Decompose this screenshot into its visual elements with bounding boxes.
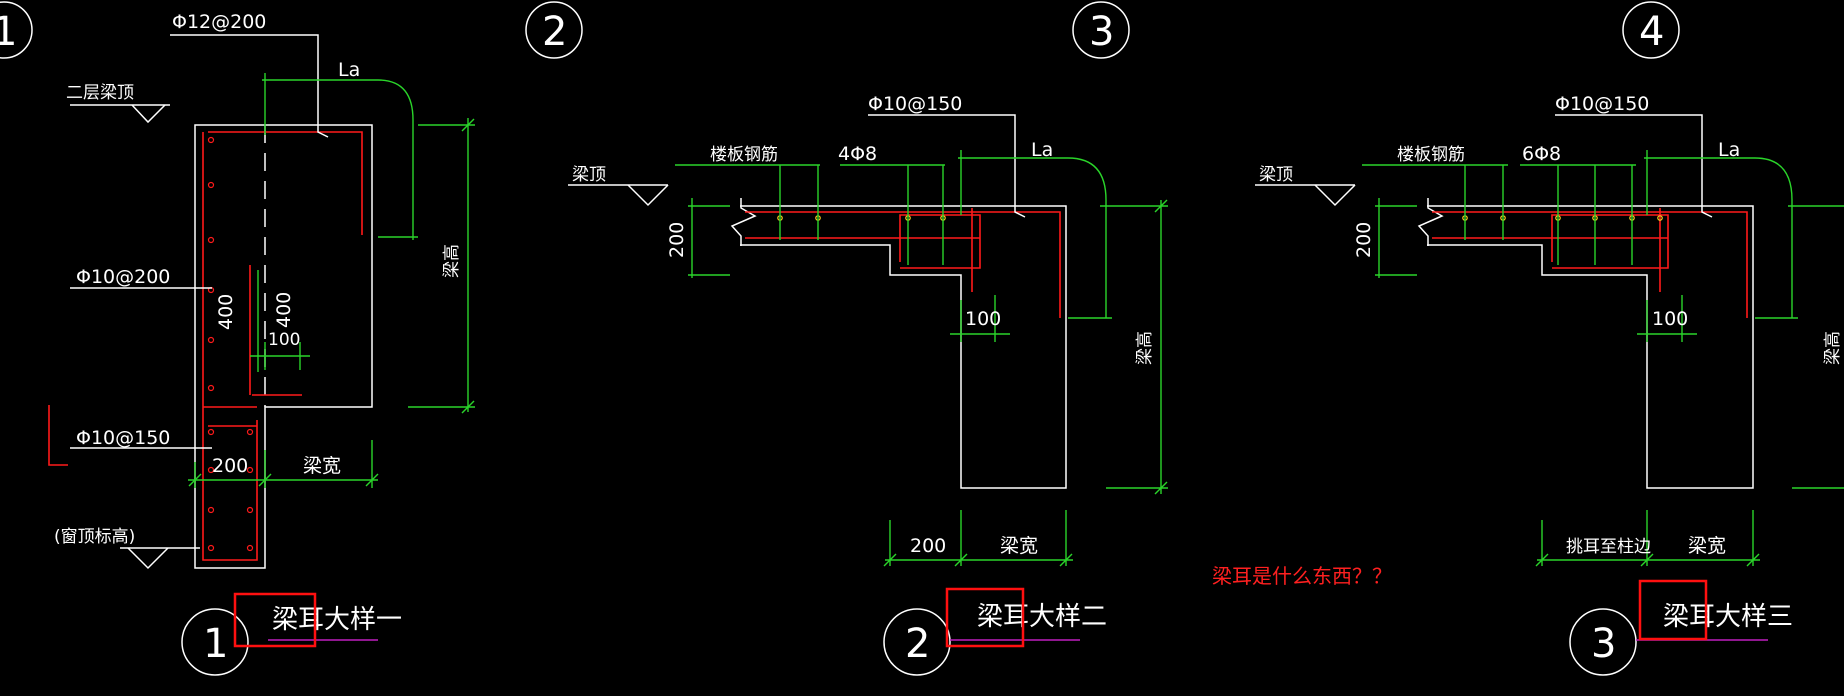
detail2-dim-200-vertical: 200 <box>666 222 688 258</box>
detail1-rebar-top: Φ12@200 <box>172 11 266 33</box>
detail1-dim-400-right: 400 <box>273 292 295 328</box>
detail3-ear-to-column: 挑耳至柱边 <box>1566 537 1651 557</box>
detail2-outline <box>740 205 1067 489</box>
detail1-anchor: La <box>338 59 360 81</box>
detail1-dim-100: 100 <box>268 330 300 350</box>
detail3-title: 梁耳大样三 <box>1663 602 1793 632</box>
detail2-anchor: La <box>1031 139 1053 161</box>
detail1-dim-400-left: 400 <box>215 294 237 330</box>
detail-1: Φ12@200 La 二层梁顶 Φ10@200 400 400 100 梁高 Φ… <box>48 11 475 676</box>
detail1-title: 梁耳大样一 <box>272 605 402 635</box>
question-text: 梁耳是什么东西？？ <box>1212 564 1392 588</box>
top-circle-1-label: 1 <box>0 9 17 55</box>
top-circle-4: 4 <box>1622 1 1680 59</box>
detail3-circle-number: 3 <box>1591 621 1616 667</box>
detail1-circle-number: 1 <box>203 621 228 667</box>
detail1-rebar-side: Φ10@200 <box>76 266 170 288</box>
detail1-window-level: (窗顶标高) <box>54 527 135 547</box>
detail1-dim-200: 200 <box>212 455 248 477</box>
detail2-beam-height: 梁高 <box>1135 331 1155 365</box>
detail-3: Φ10@150 楼板钢筋 6Φ8 La 梁顶 200 100 梁高 挑耳至柱边 … <box>1255 93 1844 676</box>
detail-2: Φ10@150 楼板钢筋 4Φ8 La 梁顶 200 100 梁高 200 梁宽… <box>568 93 1168 676</box>
detail3-dim-100: 100 <box>1652 308 1688 330</box>
top-circle-4-label: 4 <box>1639 9 1664 55</box>
detail3-rebar-top: Φ10@150 <box>1555 93 1649 115</box>
detail3-beam-top: 梁顶 <box>1259 165 1293 185</box>
detail2-circle-number: 2 <box>905 621 930 667</box>
detail3-beam-height: 梁高 <box>1823 331 1843 365</box>
top-circle-3-label: 3 <box>1089 9 1114 55</box>
detail2-slab-rebar: 楼板钢筋 <box>710 145 778 165</box>
detail2-beam-top: 梁顶 <box>572 165 606 185</box>
detail2-dim-100: 100 <box>965 308 1001 330</box>
detail2-title: 梁耳大样二 <box>977 602 1107 632</box>
detail3-anchor: La <box>1718 139 1740 161</box>
detail3-outline <box>1427 205 1754 489</box>
top-circle-3: 3 <box>1072 1 1130 59</box>
detail2-dim-200: 200 <box>910 535 946 557</box>
detail1-beam-height: 梁高 <box>442 244 462 278</box>
detail2-beam-width: 梁宽 <box>1000 535 1038 557</box>
detail1-highlight-box <box>233 592 317 648</box>
top-circle-1: 1 <box>0 1 33 59</box>
top-circle-2-label: 2 <box>542 9 567 55</box>
detail2-highlight-box <box>945 587 1025 648</box>
detail1-outline <box>194 124 373 569</box>
detail1-level-label: 二层梁顶 <box>66 83 134 103</box>
detail3-beam-width: 梁宽 <box>1688 535 1726 557</box>
detail2-bars: 4Φ8 <box>838 143 877 165</box>
detail1-beam-width: 梁宽 <box>303 455 341 477</box>
detail1-rebar-stirrup: Φ10@150 <box>76 427 170 449</box>
top-circle-2: 2 <box>525 1 583 59</box>
detail3-dim-200-vertical: 200 <box>1353 222 1375 258</box>
detail2-rebar-top: Φ10@150 <box>868 93 962 115</box>
detail3-highlight-box <box>1638 579 1708 641</box>
detail3-bars: 6Φ8 <box>1522 143 1561 165</box>
detail3-slab-rebar: 楼板钢筋 <box>1397 145 1465 165</box>
